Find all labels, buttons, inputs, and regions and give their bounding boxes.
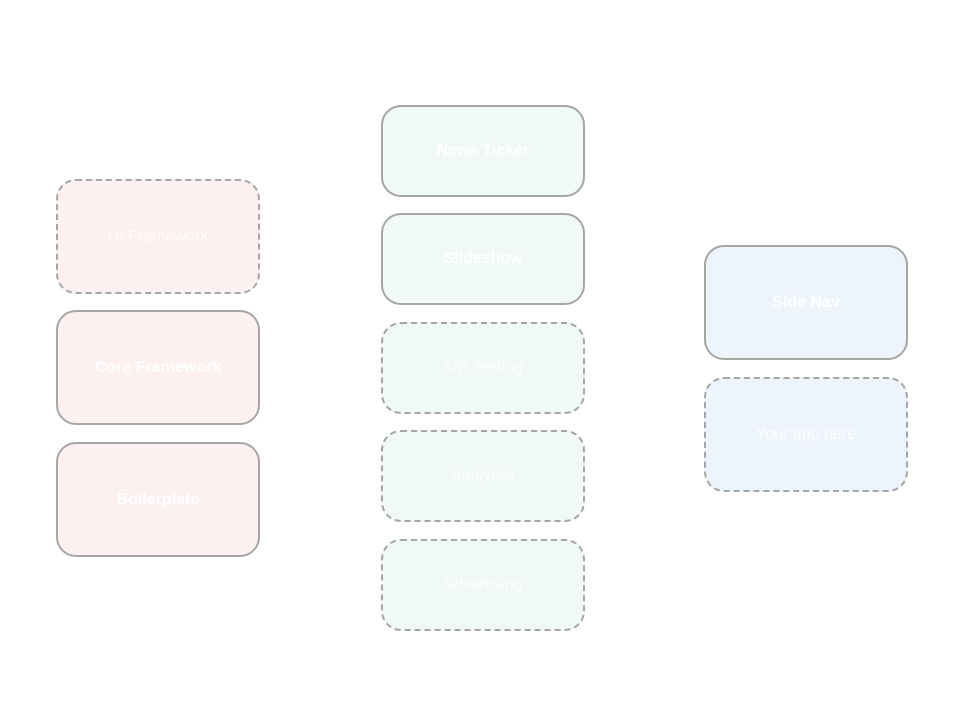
- analytics-label: Analytics: [450, 467, 516, 484]
- advertising-box: Advertising: [381, 539, 585, 631]
- core-framework-label: Core Framework: [94, 358, 222, 376]
- core-framework-box: Core Framework: [56, 310, 260, 425]
- boilerplate-label: Boilerplate: [116, 490, 200, 508]
- ui-framework-label: UI Framework: [107, 227, 209, 245]
- news-ticker-label: News Ticker: [436, 142, 530, 159]
- ui-framework-box: UI Framework: [56, 179, 260, 294]
- slideshow-box: Slideshow: [381, 213, 585, 305]
- your-app-label: Your app here: [756, 425, 856, 443]
- analytics-box: Analytics: [381, 430, 585, 522]
- your-app-box: Your app here: [704, 377, 908, 492]
- slideshow-label: Slideshow: [443, 250, 523, 267]
- advertising-label: Advertising: [443, 576, 523, 593]
- side-nav-box: Side Nav: [704, 245, 908, 360]
- ab-testing-box: A/B Testing: [381, 322, 585, 414]
- side-nav-label: Side Nav: [772, 293, 840, 311]
- ab-testing-label: A/B Testing: [442, 359, 524, 376]
- boilerplate-box: Boilerplate: [56, 442, 260, 557]
- news-ticker-box: News Ticker: [381, 105, 585, 197]
